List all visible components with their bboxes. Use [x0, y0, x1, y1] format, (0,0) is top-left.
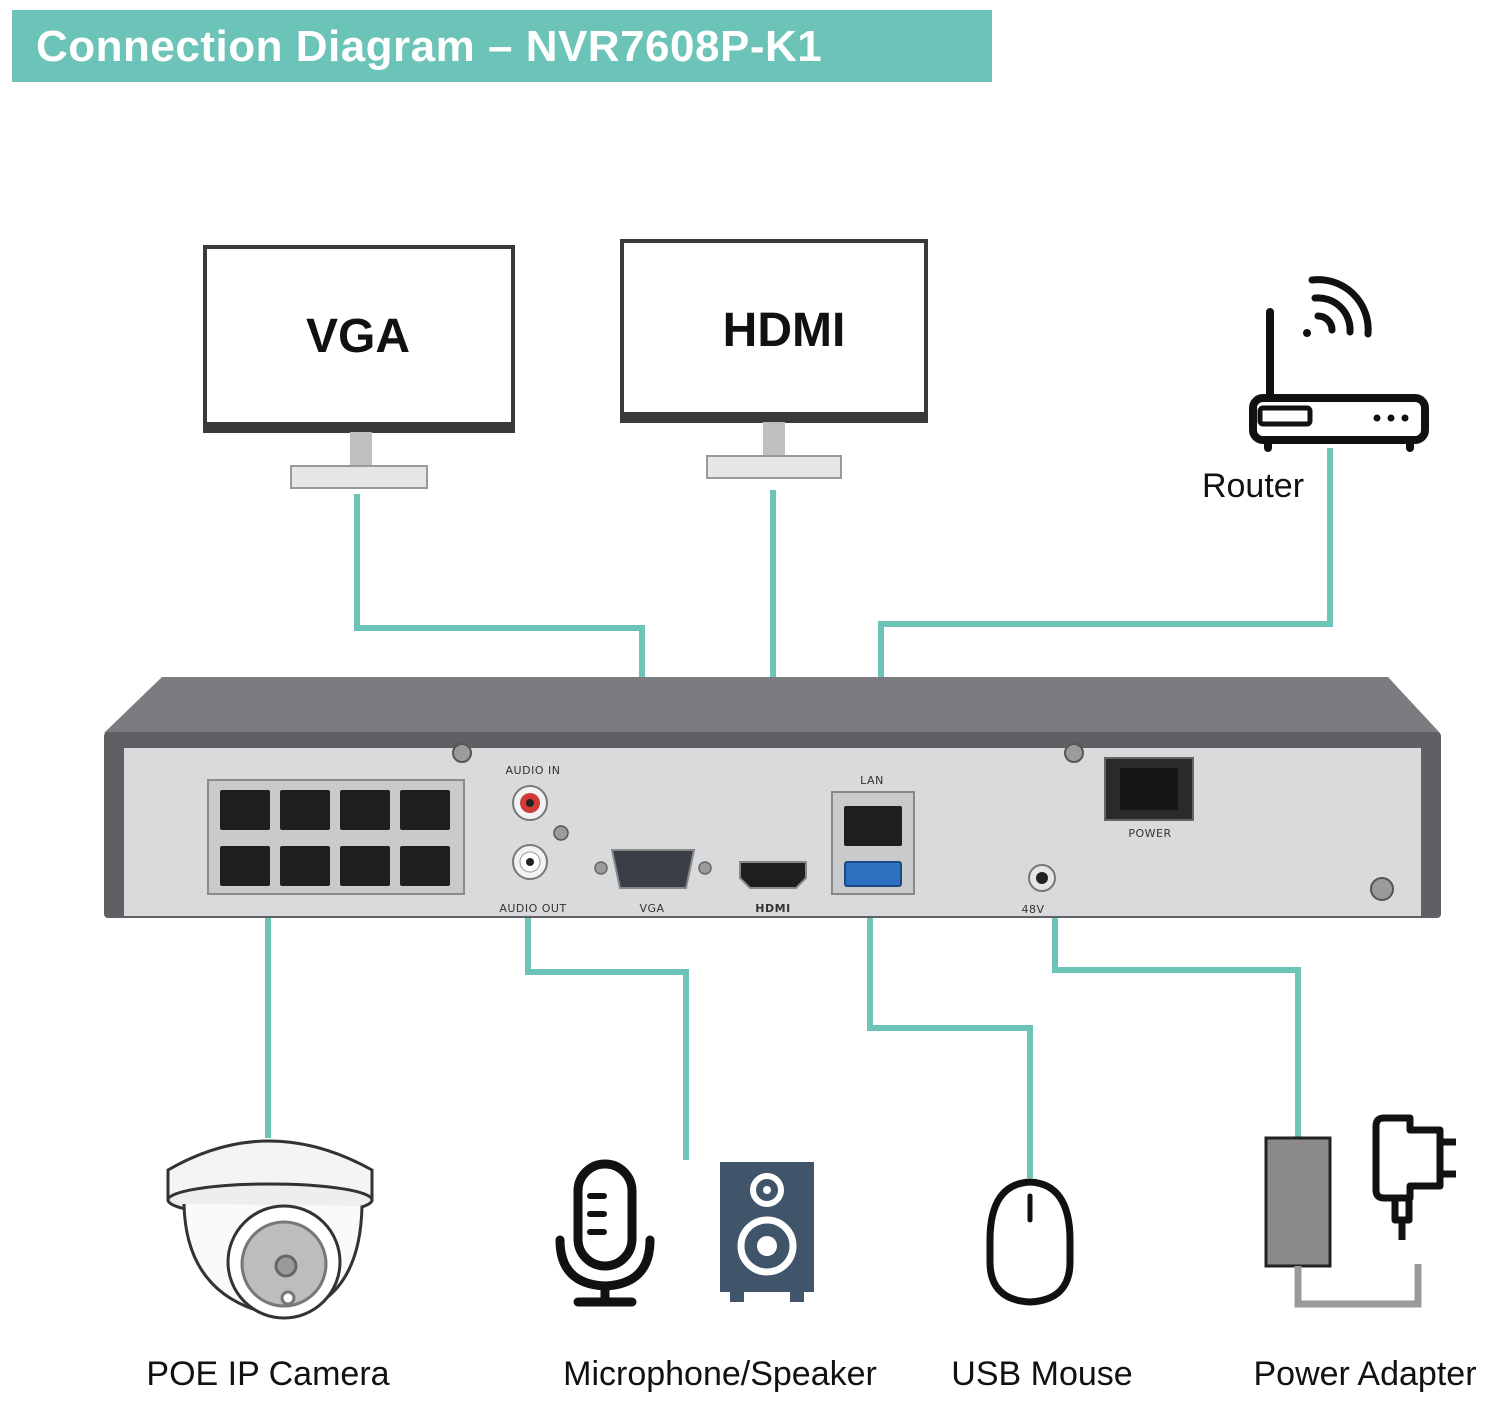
- mouse-cable: [867, 893, 1033, 1178]
- camera-label: POE IP Camera: [146, 1355, 389, 1393]
- power-switch-label: POWER: [1128, 827, 1171, 840]
- diagram-title: Connection Diagram – NVR7608P-K1: [36, 22, 823, 71]
- power-cable: [1052, 880, 1301, 1138]
- vga-port-label: VGA: [639, 902, 664, 915]
- dc-input-label: 48V: [1021, 903, 1044, 916]
- title-banner: Connection Diagram – NVR7608P-K1: [12, 10, 992, 82]
- power-adapter-icon: [1264, 1114, 1456, 1308]
- vga-monitor-label: VGA: [306, 310, 410, 363]
- mouse-label: USB Mouse: [951, 1355, 1132, 1393]
- lan-port-label: LAN: [860, 774, 884, 787]
- poe-ports: [220, 790, 450, 886]
- nvr-device: AUDIO IN AUDIO OUT VGA HDMI LAN POWER 48…: [104, 677, 1441, 918]
- hdmi-monitor: HDMI: [620, 239, 928, 479]
- audio-out-label: AUDIO OUT: [499, 902, 566, 915]
- power-adapter-label: Power Adapter: [1253, 1355, 1476, 1393]
- speaker-icon: [720, 1162, 814, 1302]
- audio-cable: [525, 905, 689, 1160]
- audio-in-label: AUDIO IN: [506, 764, 561, 777]
- camera-icon: [166, 1139, 374, 1320]
- microphone-icon: [555, 1159, 655, 1307]
- hdmi-port-label: HDMI: [755, 902, 790, 915]
- vga-monitor: VGA: [203, 245, 515, 489]
- router-icon: [1249, 276, 1429, 452]
- router-label: Router: [1202, 467, 1304, 505]
- audio-devices-label: Microphone/Speaker: [563, 1355, 877, 1393]
- hdmi-monitor-label: HDMI: [723, 304, 846, 357]
- mouse-icon: [986, 1178, 1074, 1306]
